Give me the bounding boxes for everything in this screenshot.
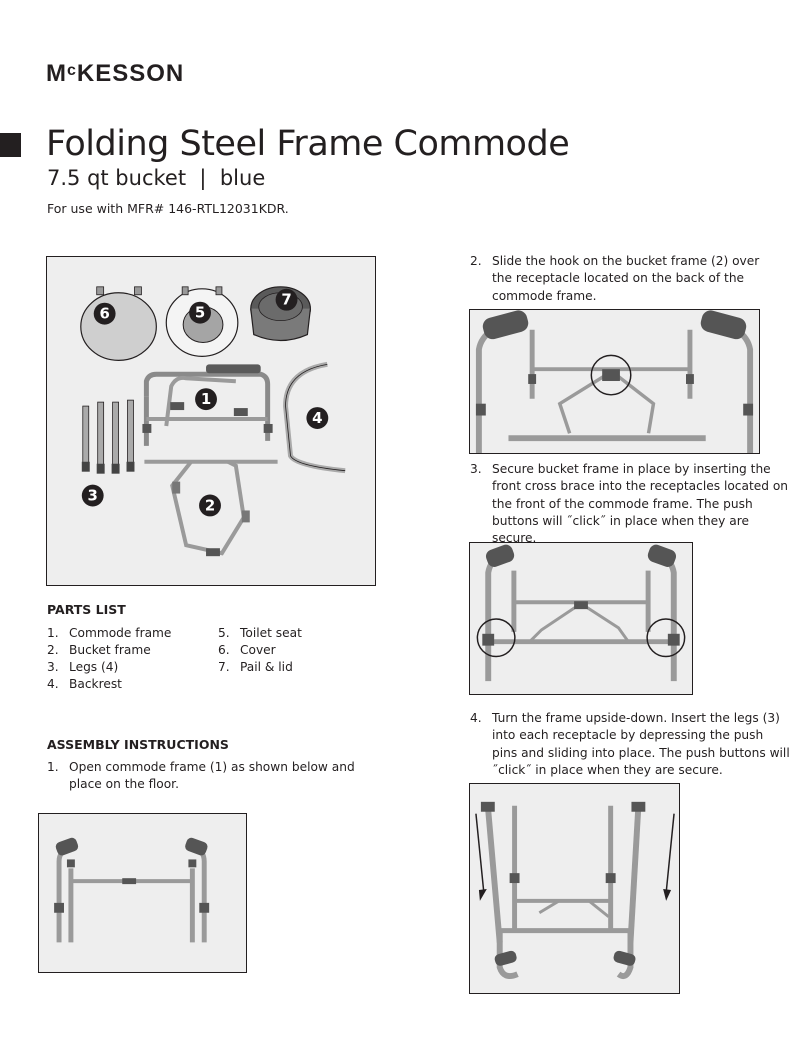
svg-text:4: 4 (312, 409, 322, 427)
step-2-illustration (475, 310, 754, 453)
list-item: 3.Legs (4) (47, 660, 119, 674)
badge-3: 3 (81, 484, 104, 507)
list-item: 2.Bucket frame (47, 643, 151, 657)
assembly-step-3: 3. Secure bucket frame in place by inser… (470, 462, 789, 546)
assembly-step-2: 2. Slide the hook on the bucket frame (2… (470, 254, 760, 303)
assembly-step-4: 4. Turn the frame upside-down. Insert th… (470, 711, 790, 777)
page-subtitle: 7.5 qt bucket | blue (47, 166, 266, 190)
step-1-illustration (54, 837, 210, 943)
badge-7: 7 (275, 288, 298, 311)
title-marker (0, 133, 21, 157)
assembly-step-1: 1. Open commode frame (1) as shown below… (47, 760, 355, 792)
step-1-figure (38, 813, 247, 973)
list-item: 5.Toilet seat (218, 626, 302, 640)
svg-text:6: 6 (99, 305, 109, 323)
model-reference: For use with MFR# 146-RTL12031KDR. (47, 201, 289, 216)
badge-1: 1 (195, 388, 217, 411)
page-title: Folding Steel Frame Commode (46, 124, 570, 164)
svg-text:2: 2 (205, 496, 215, 514)
parts-list-heading: PARTS LIST (47, 602, 126, 617)
svg-text:3: 3 (88, 487, 98, 505)
badge-6: 6 (93, 302, 116, 325)
logo-text: KESSON (76, 60, 185, 87)
list-item: 1.Commode frame (47, 626, 172, 640)
mckesson-logo: McKESSON (46, 60, 184, 88)
list-item: 4.Backrest (47, 677, 122, 691)
step-2-figure (469, 309, 760, 454)
svg-text:1: 1 (201, 390, 211, 408)
parts-diagram: 6 5 7 1 4 3 2 (46, 256, 376, 586)
step-4-figure (469, 783, 680, 994)
svg-text:5: 5 (195, 304, 205, 322)
badge-5: 5 (189, 301, 211, 324)
badge-4: 4 (306, 407, 329, 429)
list-item: 6.Cover (218, 643, 276, 657)
logo-small-letter: c (67, 62, 77, 79)
parts-illustration: 6 5 7 1 4 3 2 (80, 286, 346, 557)
step-4-illustration (475, 801, 675, 979)
step-3-illustration (476, 544, 686, 682)
assembly-heading: ASSEMBLY INSTRUCTIONS (47, 737, 229, 752)
step-3-figure (469, 542, 693, 695)
parts-list-left: 1.Commode frame 2.Bucket frame 3.Legs (4… (47, 625, 171, 693)
parts-list-right: 5.Toilet seat 6.Cover 7.Pail & lid (218, 625, 302, 676)
logo-letter: M (46, 60, 67, 87)
badge-2: 2 (199, 494, 221, 517)
svg-text:7: 7 (281, 291, 291, 309)
list-item: 7.Pail & lid (218, 660, 293, 674)
